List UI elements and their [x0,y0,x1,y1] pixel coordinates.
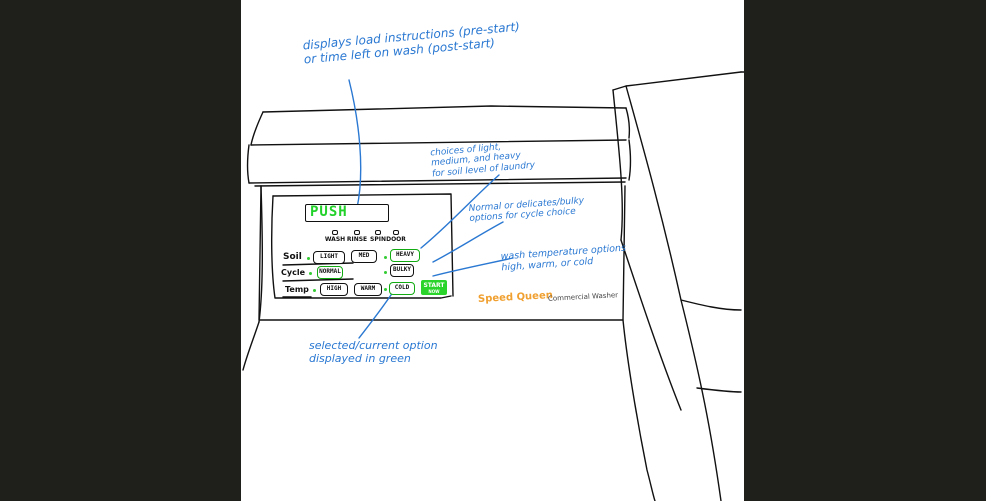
indicator-wash: WASH [323,230,347,243]
indicator-spin: SPIN [366,230,390,243]
soil-medium-button[interactable]: MED [351,250,377,263]
soil-heavy-dot [384,256,387,259]
sketch-canvas: displays load instructions (pre-start) o… [241,0,744,501]
cycle-normal-button[interactable]: NORMAL [317,266,343,279]
indicator-door: DOOR [384,230,408,243]
indicator-rinse: RINSE [345,230,369,243]
temp-high-button[interactable]: HIGH [320,283,348,296]
washer-sketch [242,71,744,501]
cycle-bulky-button[interactable]: BULKY [390,264,414,277]
cycle-bulky-dot [384,271,387,274]
cycle-dot [309,272,312,275]
temp-warm-button[interactable]: WARM [354,283,382,296]
temp-dot [313,289,316,292]
soil-dot [307,257,310,260]
start-button[interactable]: START NOW [421,280,447,295]
temp-cold-dot [384,288,387,291]
temp-cold-button[interactable]: COLD [389,282,415,295]
soil-heavy-button[interactable]: HEAVY [390,249,420,262]
status-display: PUSH [305,204,389,222]
soil-light-button[interactable]: LIGHT [313,251,345,264]
selected-annotation: selected/current option displayed in gre… [309,339,438,365]
temp-label: Temp [285,285,309,294]
cycle-label: Cycle [281,268,305,277]
soil-label: Soil [283,252,302,262]
